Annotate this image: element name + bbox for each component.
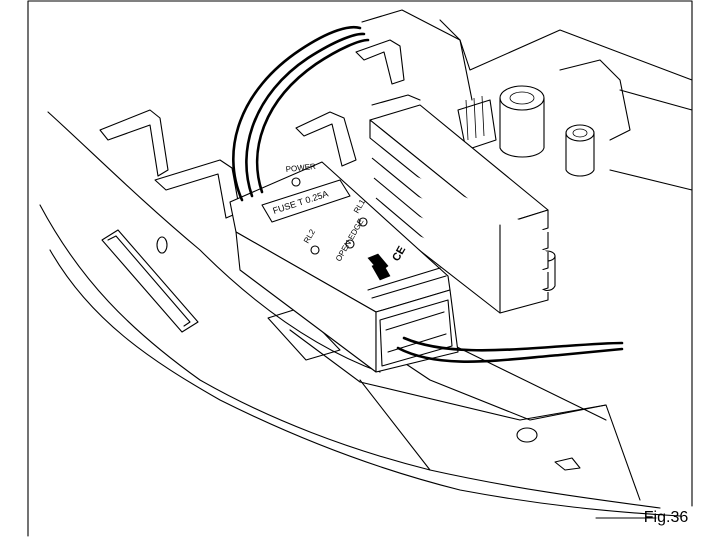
figure-caption: Fig.36 (644, 509, 689, 526)
capacitor-small (565, 124, 595, 142)
figure-frame (27, 0, 693, 537)
detector-module (229, 161, 459, 373)
edge-sensor-wires (396, 336, 624, 363)
power-wires (232, 25, 370, 202)
screw-hole (156, 236, 168, 254)
rl1-led (358, 217, 368, 227)
manufacturer-logo (367, 253, 391, 281)
power-led (291, 177, 301, 187)
rl2-led (310, 245, 320, 255)
power-label: POWER (285, 162, 316, 174)
screw-hole (516, 427, 538, 443)
capacitor-large (499, 85, 545, 111)
heat-sink (369, 104, 549, 314)
cable-slot (101, 229, 199, 333)
open-edge-led (345, 239, 355, 249)
casing-plate (39, 39, 681, 517)
